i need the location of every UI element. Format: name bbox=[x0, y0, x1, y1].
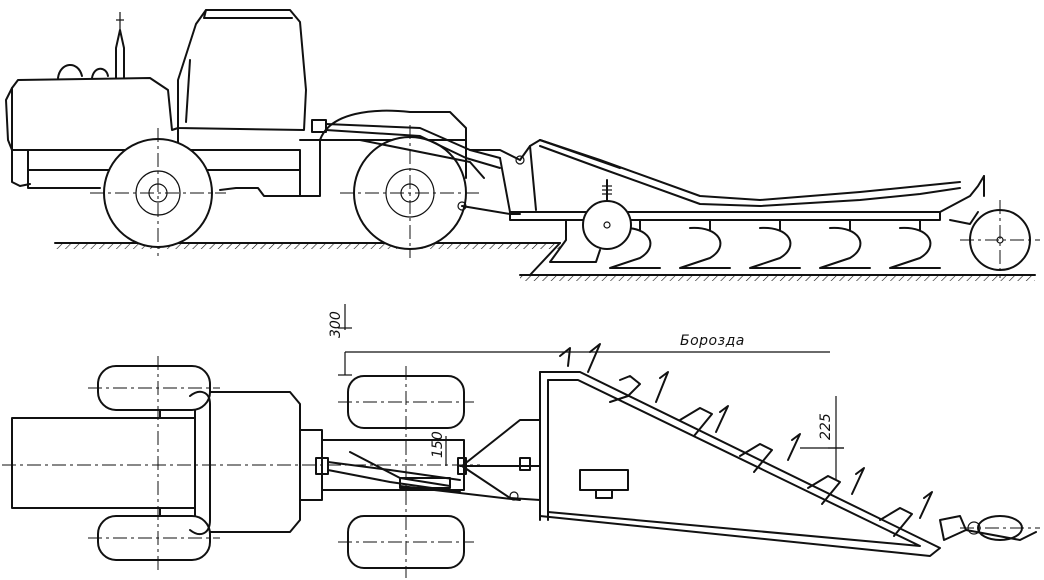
side-view bbox=[5, 9, 1040, 281]
dimension-225 bbox=[800, 396, 844, 480]
dimension-300-label: 300 bbox=[328, 311, 344, 338]
plough-frame-top bbox=[539, 343, 1040, 557]
dimension-225-label: 225 bbox=[818, 413, 834, 440]
tractor-top bbox=[11, 356, 474, 578]
hitch-linkage bbox=[311, 119, 541, 215]
hitch-top bbox=[315, 419, 541, 501]
dimension-150 bbox=[440, 436, 452, 466]
tractor-side bbox=[5, 9, 480, 258]
plough-frame-side bbox=[509, 139, 985, 225]
dimension-150-label: 150 bbox=[430, 431, 446, 458]
top-view bbox=[2, 304, 1040, 578]
ground bbox=[54, 242, 1036, 281]
furrow-label: Борозда bbox=[680, 333, 745, 349]
gauge-wheels-side bbox=[582, 200, 1040, 278]
